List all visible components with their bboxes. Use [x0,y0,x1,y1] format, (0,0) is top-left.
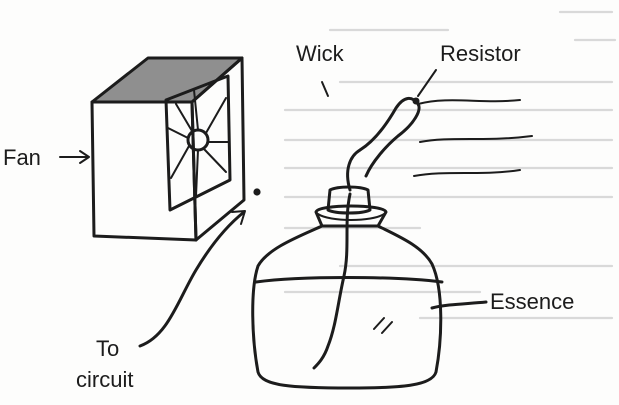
to-circuit-label-line2: circuit [76,367,133,392]
wick-pointer [321,81,329,97]
essence-liquid-surface [254,276,444,284]
resistor-lead-2 [419,135,533,143]
fan-blades [167,89,230,197]
fan-front-face [90,100,198,242]
essence-bottle [251,148,444,390]
to-circuit-arrowhead [231,210,246,225]
resistor-joint-dot [412,97,420,105]
fan-grille-frame [164,74,232,212]
resistor [358,97,533,178]
bottle-glint-2 [381,321,393,334]
fan-label: Fan [3,145,41,170]
circuit-contact-dot [253,188,261,196]
bottle-collar [314,204,388,228]
resistor-lead-3 [413,169,521,177]
wick-label: Wick [296,41,345,66]
wick-strand [312,192,352,370]
bottle-glint-1 [373,317,385,330]
bottle-collar-rim [317,213,385,221]
fan-arrow [59,150,90,164]
essence-label: Essence [490,289,574,314]
resistor-pointer [417,69,437,97]
resistor-lead-1 [417,99,521,105]
bottle-stopper [326,185,372,215]
essence-pointer [430,300,488,310]
bottle-body [251,224,443,390]
fan [90,56,246,242]
to-circuit-label-line1: To [96,336,119,361]
wick-top-loop [346,148,362,192]
to-circuit-wire [138,210,246,348]
resistor-label: Resistor [440,41,521,66]
